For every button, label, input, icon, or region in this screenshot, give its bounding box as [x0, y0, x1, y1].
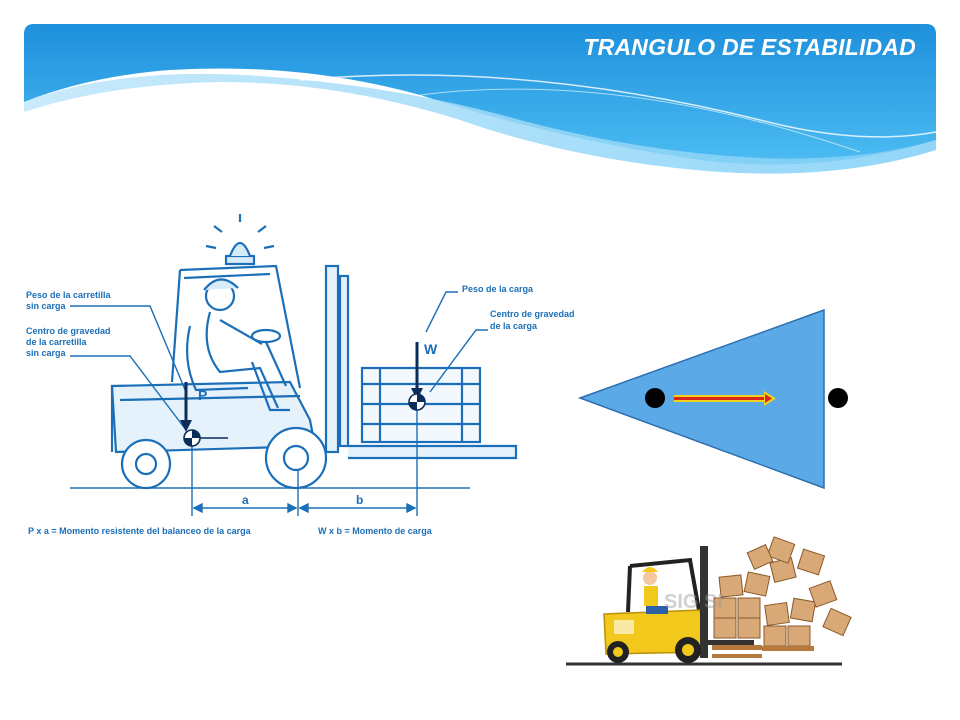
falling-boxes — [713, 536, 852, 647]
pallets — [712, 645, 814, 658]
beacon-light-icon — [205, 214, 275, 266]
label-load-cog-1: Centro de gravedad — [490, 309, 575, 319]
diagram-labels: Peso de la carretilla sin carga Centro d… — [26, 284, 575, 358]
formula-left: P x a = Momento resistente del balanceo … — [28, 526, 252, 536]
stability-triangle — [577, 308, 848, 490]
letter-a: a — [242, 493, 249, 507]
label-empty-weight-1: Peso de la carretilla — [26, 290, 112, 300]
empty-cog-marker — [183, 429, 228, 447]
load-cog-marker — [408, 393, 426, 411]
pivot-dot-left — [645, 388, 665, 408]
label-empty-cog-3: sin carga — [26, 348, 67, 358]
label-load-cog-2: de la carga — [490, 321, 538, 331]
letter-w: W — [424, 341, 438, 357]
tipping-forklift-illustration: SIG SI — [566, 536, 852, 666]
label-load-weight: Peso de la carga — [462, 284, 534, 294]
header-band — [24, 24, 937, 174]
page-title: TRANGULO DE ESTABILIDAD — [583, 34, 916, 60]
dimension-lines — [70, 291, 488, 516]
label-empty-cog-2: de la carretilla — [26, 337, 88, 347]
label-empty-cog-1: Centro de gravedad — [26, 326, 111, 336]
letter-b: b — [356, 493, 363, 507]
formula-right: W x b = Momento de carga — [318, 526, 433, 536]
letter-p: P — [198, 387, 207, 403]
watermark-text: SIG SI — [664, 591, 723, 613]
force-letters: P W a b — [198, 341, 438, 507]
forklift-diagram — [70, 214, 518, 490]
force-arrow-p — [180, 382, 192, 432]
formulas: P x a = Momento resistente del balanceo … — [28, 526, 433, 536]
shift-arrow-icon — [674, 391, 776, 406]
label-empty-weight-2: sin carga — [26, 301, 67, 311]
pivot-dot-right — [828, 388, 848, 408]
